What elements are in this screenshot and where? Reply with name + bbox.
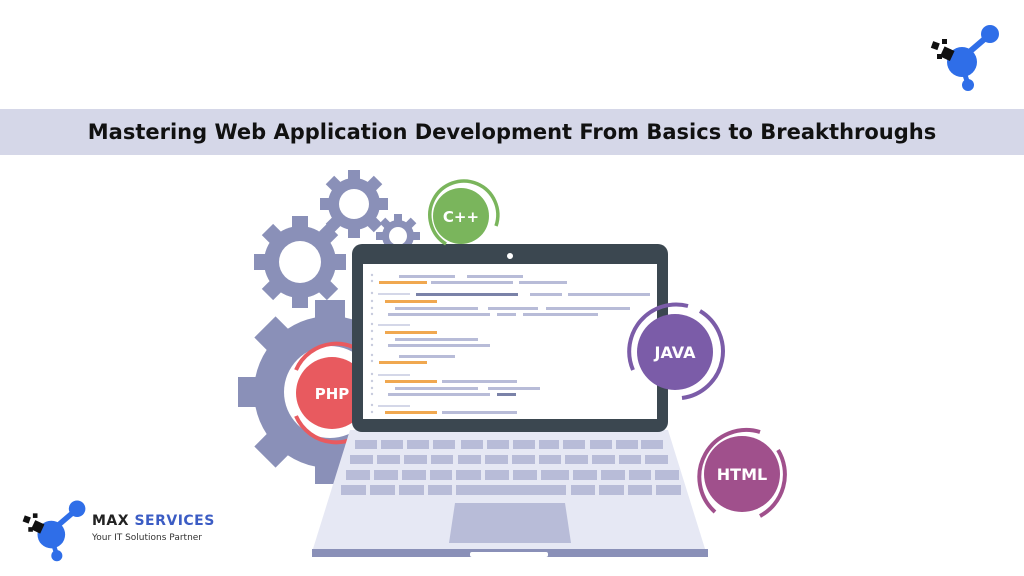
brand-name: MAX SERVICES <box>92 513 215 529</box>
brand-name-max: MAX <box>92 513 130 529</box>
code-lines <box>370 273 650 414</box>
molecule-logo-icon <box>22 500 86 562</box>
keyboard <box>341 440 681 495</box>
brand-footer: MAX SERVICES Your IT Solutions Partner <box>20 495 230 563</box>
brand-tagline: Your IT Solutions Partner <box>92 533 203 543</box>
html-label: HTML <box>717 465 767 484</box>
page-title: Mastering Web Application Development Fr… <box>87 120 937 144</box>
molecule-logo-icon <box>930 25 999 91</box>
cpp-badge: C++ <box>428 179 500 246</box>
java-label: JAVA <box>654 343 697 362</box>
java-badge: JAVA <box>627 302 725 400</box>
brand-name-services: SERVICES <box>134 513 215 529</box>
php-label: PHP <box>315 385 350 403</box>
brand-logo-top <box>928 20 1004 92</box>
cpp-label: C++ <box>443 208 479 226</box>
title-banner: Mastering Web Application Development Fr… <box>0 109 1024 155</box>
html-badge: HTML <box>697 428 787 518</box>
